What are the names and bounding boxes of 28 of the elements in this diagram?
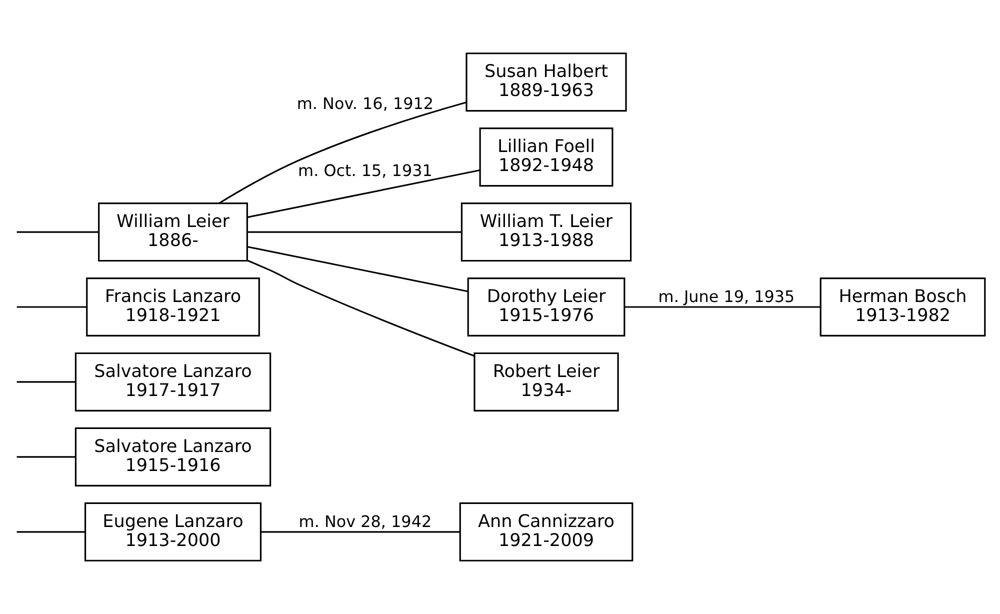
edge-label: m. Nov. 16, 1912 bbox=[296, 94, 434, 114]
edge-label: m. Nov 28, 1942 bbox=[298, 512, 432, 532]
connector bbox=[16, 456, 76, 458]
connector bbox=[16, 381, 76, 383]
node-box: Eugene Lanzaro 1913-2000 bbox=[84, 502, 262, 562]
node-box: Salvatore Lanzaro 1917-1917 bbox=[74, 352, 272, 412]
node-box: Robert Leier 1934- bbox=[474, 352, 619, 412]
connector bbox=[247, 246, 468, 292]
node-box: Lillian Foell 1892-1948 bbox=[479, 128, 614, 187]
connector bbox=[247, 260, 474, 357]
connector bbox=[260, 531, 460, 533]
node-box: Salvatore Lanzaro 1915-1916 bbox=[74, 427, 272, 486]
connector bbox=[624, 306, 820, 308]
connector bbox=[219, 102, 466, 204]
connector bbox=[247, 169, 480, 218]
node-box: Ann Cannizzaro 1921-2009 bbox=[459, 502, 634, 562]
edge-label: m. Oct. 15, 1931 bbox=[298, 161, 432, 180]
edge-label: m. June 19, 1935 bbox=[658, 287, 795, 306]
node-box: Dorothy Leier 1915-1976 bbox=[467, 278, 626, 336]
connector bbox=[247, 231, 462, 233]
node-box: Francis Lanzaro 1918-1921 bbox=[86, 278, 260, 336]
node-box: Susan Halbert 1889-1963 bbox=[466, 52, 627, 112]
connector bbox=[16, 531, 86, 533]
connector bbox=[16, 231, 99, 233]
node-box: William Leier 1886- bbox=[98, 202, 248, 262]
connector bbox=[16, 306, 86, 308]
node-box: William T. Leier 1913-1988 bbox=[460, 202, 632, 262]
node-box: Herman Bosch 1913-1982 bbox=[820, 278, 986, 336]
